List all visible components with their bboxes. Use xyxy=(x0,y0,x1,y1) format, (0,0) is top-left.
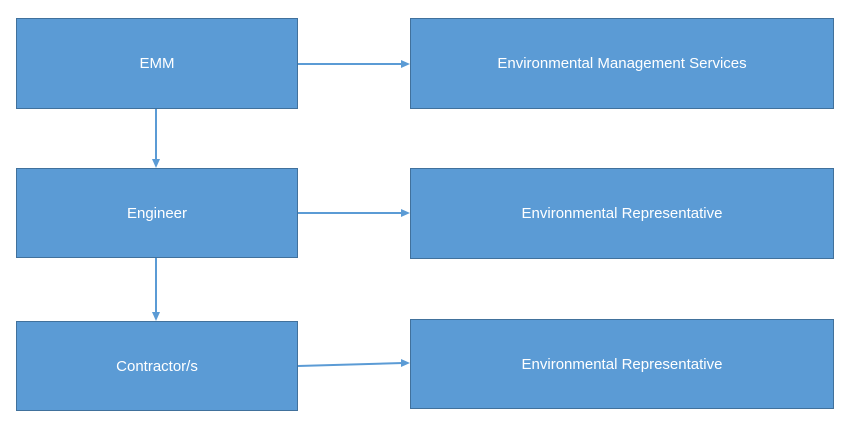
node-environmental-management-services-label: Environmental Management Services xyxy=(497,55,747,72)
node-environmental-representative-2: Environmental Representative xyxy=(410,319,834,409)
node-emm: EMM xyxy=(16,18,298,109)
node-emm-label: EMM xyxy=(139,55,175,72)
connector-contractor-to-env-rep-2 xyxy=(297,362,404,367)
arrowhead-contractor-to-env-rep-2 xyxy=(401,359,410,367)
node-environmental-management-services: Environmental Management Services xyxy=(410,18,834,109)
arrowhead-emm-to-engineer xyxy=(152,159,160,168)
arrowhead-emm-to-ems xyxy=(401,60,410,68)
arrowhead-engineer-to-contractor xyxy=(152,312,160,321)
node-environmental-representative-1-label: Environmental Representative xyxy=(521,205,723,222)
node-engineer: Engineer xyxy=(16,168,298,258)
node-contractor-label: Contractor/s xyxy=(116,357,198,375)
node-environmental-representative-2-label: Environmental Representative xyxy=(521,355,723,373)
arrowhead-engineer-to-env-rep-1 xyxy=(401,209,410,217)
node-environmental-representative-1: Environmental Representative xyxy=(410,168,834,259)
node-engineer-label: Engineer xyxy=(126,204,188,222)
node-contractor: Contractor/s xyxy=(16,321,298,411)
